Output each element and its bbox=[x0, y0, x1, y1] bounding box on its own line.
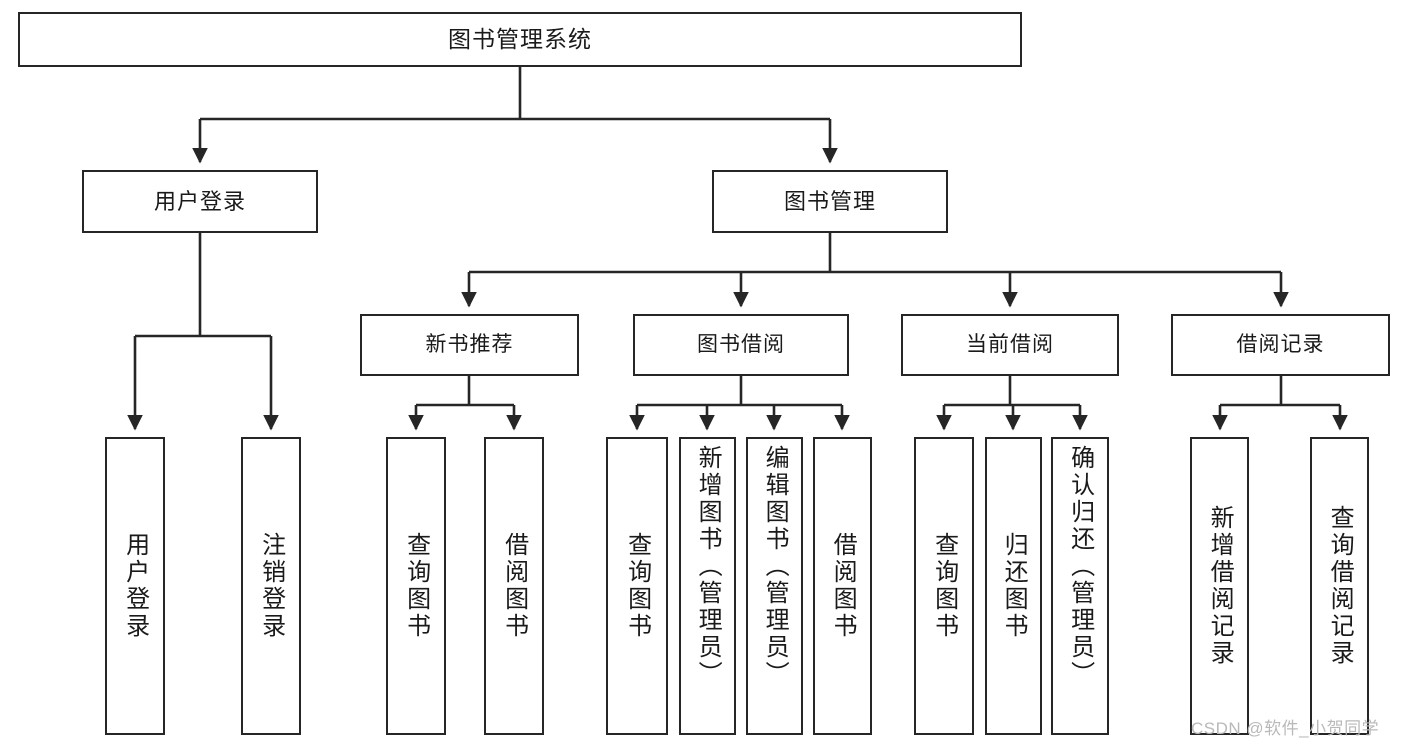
leaf-query-book-recommendation[interactable]: 查询图书 bbox=[386, 437, 446, 735]
node-current-borrow[interactable]: 当前借阅 bbox=[901, 314, 1119, 376]
node-label: 新增图书（管理员） bbox=[694, 445, 722, 688]
node-label: 注销登录 bbox=[257, 532, 285, 640]
node-label: 借阅图书 bbox=[500, 532, 528, 640]
node-label: 确认归还（管理员） bbox=[1066, 445, 1094, 688]
node-label: 查询图书 bbox=[930, 532, 958, 640]
node-label: 借阅图书 bbox=[829, 532, 857, 640]
node-label: 用户登录 bbox=[153, 188, 246, 214]
leaf-borrow-book-recommendation[interactable]: 借阅图书 bbox=[484, 437, 544, 735]
node-book-manage[interactable]: 图书管理 bbox=[712, 170, 948, 233]
leaf-confirm-return-admin[interactable]: 确认归还（管理员） bbox=[1051, 437, 1109, 735]
leaf-query-book-current[interactable]: 查询图书 bbox=[914, 437, 974, 735]
node-label: 新书推荐 bbox=[425, 332, 514, 356]
node-label: 查询图书 bbox=[402, 532, 430, 640]
node-label: 归还图书 bbox=[1000, 532, 1028, 640]
node-label: 图书借阅 bbox=[697, 332, 785, 356]
leaf-user-logout[interactable]: 注销登录 bbox=[241, 437, 301, 735]
node-label: 借阅记录 bbox=[1236, 332, 1325, 356]
leaf-return-book[interactable]: 归还图书 bbox=[985, 437, 1042, 735]
leaf-add-borrow-record[interactable]: 新增借阅记录 bbox=[1190, 437, 1249, 735]
leaf-user-login[interactable]: 用户登录 bbox=[105, 437, 165, 735]
leaf-borrow-book[interactable]: 借阅图书 bbox=[813, 437, 872, 735]
node-book-borrow[interactable]: 图书借阅 bbox=[633, 314, 849, 376]
node-label: 图书管理系统 bbox=[448, 26, 592, 53]
node-user-login[interactable]: 用户登录 bbox=[82, 170, 318, 233]
leaf-query-book-borrow[interactable]: 查询图书 bbox=[606, 437, 668, 735]
node-label: 用户登录 bbox=[121, 532, 149, 640]
watermark: CSDN @软件_小贺同学 bbox=[1191, 719, 1380, 738]
node-borrow-record[interactable]: 借阅记录 bbox=[1171, 314, 1390, 376]
node-label: 图书管理 bbox=[783, 188, 876, 214]
node-label: 编辑图书（管理员） bbox=[761, 445, 789, 688]
node-label: 当前借阅 bbox=[966, 332, 1054, 356]
node-label: 查询图书 bbox=[623, 532, 651, 640]
node-label: 查询借阅记录 bbox=[1326, 505, 1354, 667]
node-book-management-system[interactable]: 图书管理系统 bbox=[18, 12, 1022, 67]
node-new-book-recommendation[interactable]: 新书推荐 bbox=[360, 314, 579, 376]
leaf-edit-book-admin[interactable]: 编辑图书（管理员） bbox=[746, 437, 803, 735]
node-label: 新增借阅记录 bbox=[1206, 505, 1234, 667]
leaf-add-book-admin[interactable]: 新增图书（管理员） bbox=[679, 437, 736, 735]
leaf-query-borrow-record[interactable]: 查询借阅记录 bbox=[1310, 437, 1369, 735]
